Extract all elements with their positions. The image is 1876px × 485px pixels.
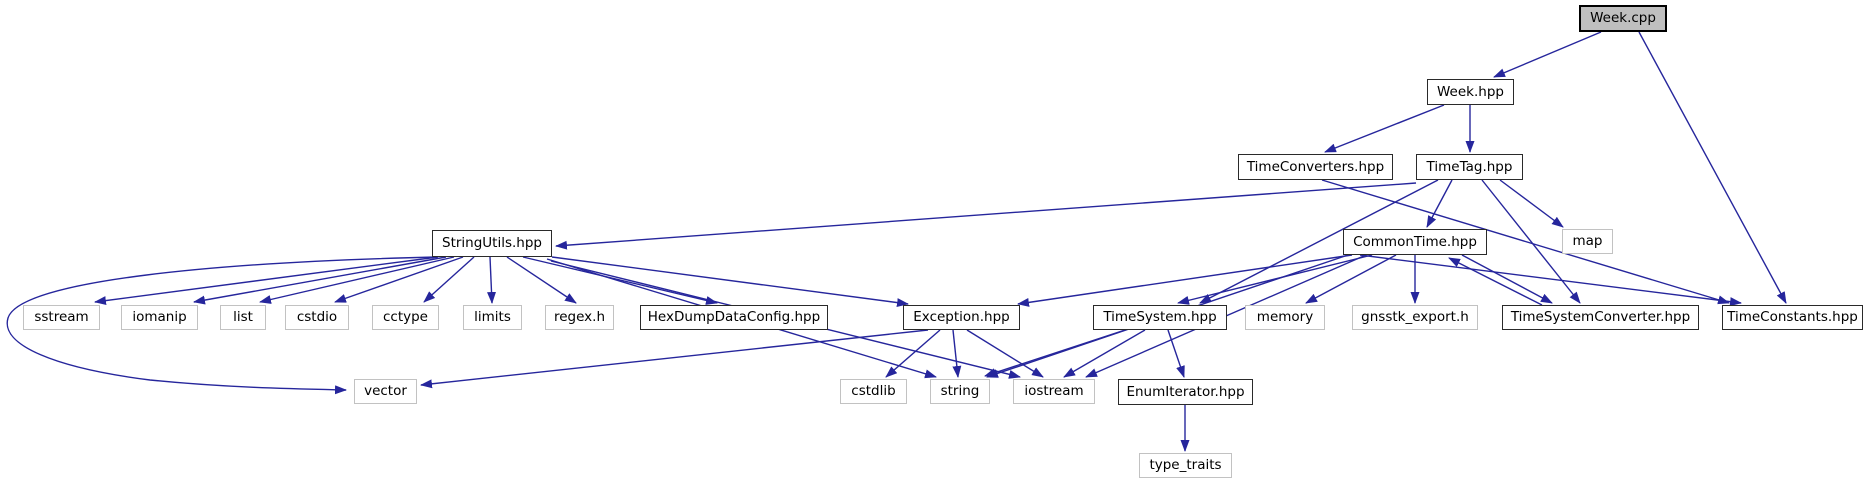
node-regex_h: regex.h xyxy=(545,305,614,330)
edge-exception_hpp-to-string xyxy=(952,329,962,378)
node-sstream: sstream xyxy=(23,305,100,330)
node-cstdlib: cstdlib xyxy=(840,379,907,404)
edge-commontime_hpp-to-tsc_hpp xyxy=(1461,254,1553,304)
edge-tsc_hpp-to-commontime_hpp xyxy=(1448,257,1543,306)
node-timetag_hpp[interactable]: TimeTag.hpp xyxy=(1416,154,1523,180)
edge-timeconverters_hpp-to-timeconstants_hpp xyxy=(1321,179,1730,305)
edge-week_hpp-to-timeconverters_hpp xyxy=(1324,104,1445,153)
node-exception_hpp[interactable]: Exception.hpp xyxy=(903,305,1020,330)
node-string: string xyxy=(930,379,990,404)
edge-stringutils_hpp-to-list xyxy=(259,256,455,304)
edge-commontime_hpp-to-timeconstants_hpp xyxy=(1359,254,1742,307)
node-enumiterator_hpp[interactable]: EnumIterator.hpp xyxy=(1118,379,1253,405)
edge-timetag_hpp-to-commontime_hpp xyxy=(1426,179,1453,228)
edge-exception_hpp-to-iostream xyxy=(966,329,1044,378)
node-tsc_hpp[interactable]: TimeSystemConverter.hpp xyxy=(1502,305,1699,330)
node-cctype: cctype xyxy=(372,305,439,330)
node-timeconverters_hpp[interactable]: TimeConverters.hpp xyxy=(1238,154,1393,180)
edge-stringutils_hpp-to-cctype xyxy=(423,256,475,303)
node-iomanip: iomanip xyxy=(121,305,198,330)
edge-timetag_hpp-to-stringutils_hpp xyxy=(555,182,1417,250)
node-vector: vector xyxy=(354,379,417,404)
node-limits: limits xyxy=(463,305,522,330)
node-stringutils_hpp[interactable]: StringUtils.hpp xyxy=(432,230,552,257)
edge-exception_hpp-to-cstdlib xyxy=(885,329,941,378)
edge-stringutils_hpp-to-limits xyxy=(487,256,497,304)
edge-timetag_hpp-to-map xyxy=(1499,179,1564,228)
edge-exception_hpp-to-vector xyxy=(420,329,929,389)
edge-week_cpp-to-week_hpp xyxy=(1493,31,1602,78)
node-commontime_hpp[interactable]: CommonTime.hpp xyxy=(1343,229,1487,255)
edge-week_cpp-to-timeconstants_hpp xyxy=(1638,31,1787,304)
edge-commontime_hpp-to-memory xyxy=(1305,254,1397,304)
edge-timesystem_hpp-to-string xyxy=(984,329,1126,377)
edge-stringutils_hpp-to-iomanip xyxy=(193,256,447,305)
node-gnsstk_export_h: gnsstk_export.h xyxy=(1352,305,1478,330)
node-map: map xyxy=(1562,229,1613,254)
node-week_hpp[interactable]: Week.hpp xyxy=(1427,79,1514,105)
node-timesystem_hpp[interactable]: TimeSystem.hpp xyxy=(1093,305,1227,330)
node-type_traits: type_traits xyxy=(1139,453,1232,478)
edge-timetag_hpp-to-timesystem_hpp xyxy=(1199,179,1439,304)
edge-timesystem_hpp-to-enumiterator_hpp xyxy=(1167,329,1185,378)
node-timeconstants_hpp[interactable]: TimeConstants.hpp xyxy=(1722,305,1863,330)
node-cstdio: cstdio xyxy=(285,305,349,330)
node-list: list xyxy=(220,305,266,330)
edge-stringutils_hpp-to-exception_hpp xyxy=(551,256,909,308)
edge-stringutils_hpp-to-cstdio xyxy=(334,256,464,303)
node-iostream: iostream xyxy=(1013,379,1095,404)
edge-commontime_hpp-to-exception_hpp xyxy=(1017,254,1353,307)
node-hexdump_hpp[interactable]: HexDumpDataConfig.hpp xyxy=(640,305,828,330)
edge-stringutils_hpp-to-sstream xyxy=(94,256,439,306)
edge-stringutils_hpp-to-regex_h xyxy=(506,256,577,304)
node-week_cpp: Week.cpp xyxy=(1579,5,1667,32)
edge-stringutils_hpp-to-vector xyxy=(6,256,438,395)
node-memory: memory xyxy=(1245,305,1325,330)
edge-timetag_hpp-to-tsc_hpp xyxy=(1481,179,1581,304)
edge-timesystem_hpp-to-iostream xyxy=(1063,329,1146,378)
edge-stringutils_hpp-to-hexdump_hpp xyxy=(522,256,718,305)
